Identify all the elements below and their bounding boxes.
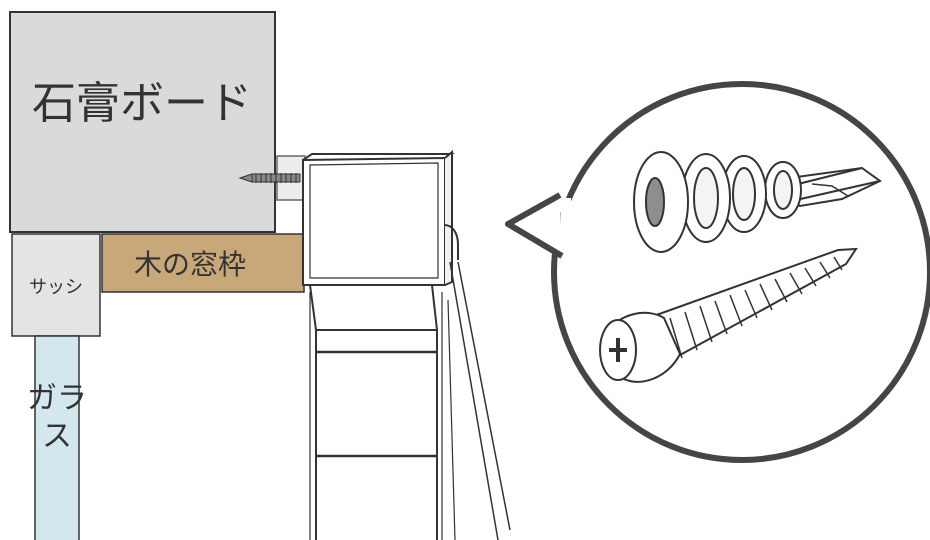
glass: ガラス — [27, 335, 87, 540]
sash-label: サッシ — [29, 277, 83, 298]
curtain-rail-bracket-icon — [302, 149, 511, 540]
gypsum-board-label: 石膏ボード — [32, 78, 252, 129]
drywall-anchor-icon — [633, 151, 882, 253]
screw-threads — [669, 256, 843, 359]
wall-screw-icon — [238, 155, 306, 201]
speech-bubble — [505, 81, 930, 463]
wood-frame-label: 木の窓枠 — [134, 248, 246, 281]
screw-icon — [599, 247, 858, 383]
gypsum-board: 石膏ボード — [9, 11, 276, 233]
sash: サッシ — [11, 233, 101, 337]
glass-label: ガラス — [27, 381, 87, 454]
wood-window-frame: 木の窓枠 — [101, 233, 305, 293]
